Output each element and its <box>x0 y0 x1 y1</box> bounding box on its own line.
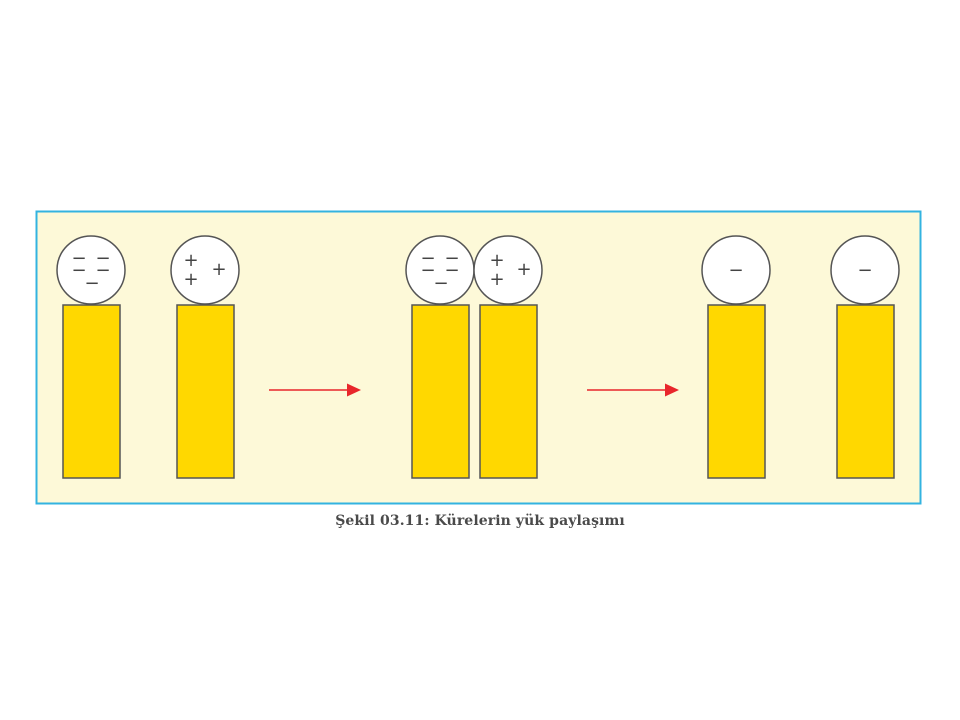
charge-sign-negative: − <box>420 248 435 269</box>
charge-sign-negative: − <box>444 260 459 281</box>
charge-sign-positive: + <box>211 259 226 280</box>
charge-sign-positive: + <box>489 250 504 271</box>
charge-sign-negative: − <box>420 260 435 281</box>
charge-sign-negative: − <box>95 248 110 269</box>
charged-sphere <box>473 235 543 305</box>
charge-sign-negative: − <box>857 260 872 281</box>
electroscope-positive: + + + <box>170 235 240 479</box>
stage-in-contact: − − − − − + + + <box>405 235 543 479</box>
electroscope-negative: − <box>701 235 771 479</box>
electroscope-negative: − <box>830 235 900 479</box>
stage-after-separation: − − <box>701 235 900 479</box>
electroscope-stand <box>62 304 121 479</box>
charge-sign-positive: + <box>183 250 198 271</box>
electroscope-positive: + + + <box>473 235 543 479</box>
charge-sign-negative: − <box>71 248 86 269</box>
electroscope-stand <box>411 304 470 479</box>
electroscope-stand <box>479 304 538 479</box>
electroscope-negative: − − − − − <box>56 235 126 479</box>
stage-before-contact: − − − − − + + + <box>56 235 240 479</box>
charge-sign-negative: − <box>71 260 86 281</box>
figure-caption: Şekil 03.11: Kürelerin yük paylaşımı <box>335 513 625 529</box>
electroscope-stand <box>707 304 766 479</box>
charge-sign-positive: + <box>183 269 198 290</box>
charged-sphere <box>701 235 771 305</box>
charged-sphere <box>830 235 900 305</box>
charge-sign-negative: − <box>95 260 110 281</box>
electroscope-negative: − − − − − <box>405 235 475 479</box>
charge-sign-positive: + <box>516 259 531 280</box>
arrow-right-icon <box>269 383 361 397</box>
electroscope-stand <box>836 304 895 479</box>
charge-sign-negative: − <box>444 248 459 269</box>
charge-sign-negative: − <box>433 273 448 294</box>
charged-sphere <box>170 235 240 305</box>
arrow-right-icon <box>587 383 679 397</box>
charged-sphere <box>56 235 126 305</box>
charge-sign-negative: − <box>728 260 743 281</box>
charge-sign-negative: − <box>84 273 99 294</box>
charge-sign-positive: + <box>489 269 504 290</box>
electroscope-stand <box>176 304 235 479</box>
